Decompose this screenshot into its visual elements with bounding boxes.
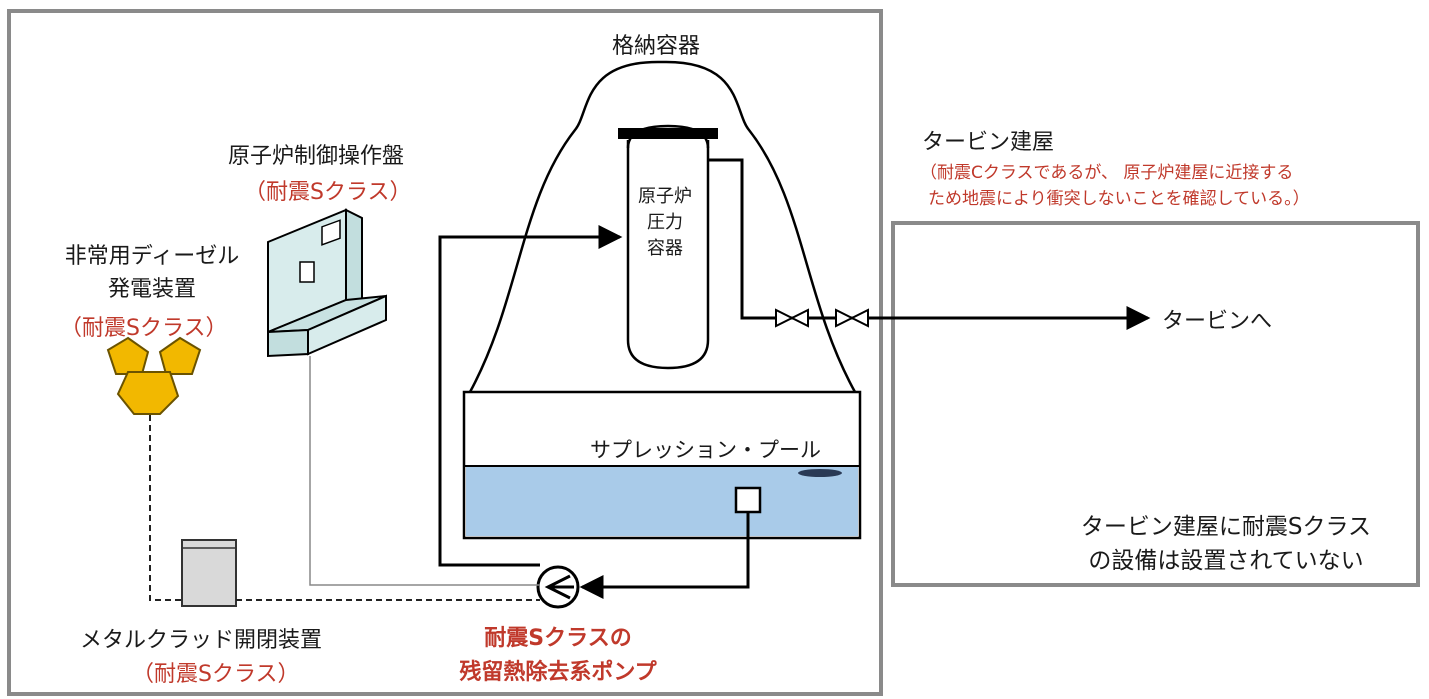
diesel-to-switchgear-cable bbox=[149, 415, 182, 601]
control-panel-name: 原子炉制御操作盤 bbox=[228, 144, 405, 169]
turbine-building-title: タービン建屋 bbox=[922, 130, 1055, 155]
control-panel-class: （耐震Sクラス） bbox=[244, 180, 412, 205]
rhr-pump-label-line-2: 残留熱除去系ポンプ bbox=[459, 660, 657, 685]
diesel-generator-icon bbox=[106, 336, 202, 415]
turbine-building-frame bbox=[891, 221, 1420, 587]
turbine-statement-line-2: の設備は設置されていない bbox=[1088, 548, 1364, 574]
reactor-building-frame bbox=[7, 9, 883, 696]
turbine-note-line-2: ため地震により衝突しないことを確認している。） bbox=[928, 189, 1310, 209]
switchgear-name: メタルクラッド開閉装置 bbox=[80, 628, 323, 653]
diesel-generator-class: （耐震Sクラス） bbox=[60, 316, 228, 341]
main-steam-line bbox=[708, 158, 1151, 330]
diesel-name-line-1: 非常用ディーゼル bbox=[64, 244, 240, 269]
rhr-pump-icon bbox=[536, 565, 580, 609]
rpv-flange bbox=[618, 128, 718, 139]
rhr-suction-line bbox=[579, 512, 750, 599]
control-panel-icon bbox=[267, 208, 387, 358]
turbine-note-line-1: （耐震Cクラスであるが、 原子炉建屋に近接する bbox=[920, 163, 1294, 183]
rhr-injection-line bbox=[438, 225, 623, 567]
isolation-valve-outer bbox=[835, 308, 869, 328]
to-turbine-label: タービンへ bbox=[1162, 309, 1273, 334]
pressure-vessel-label: 原子炉 圧力 容器 bbox=[638, 184, 692, 262]
reactor-pressure-vessel bbox=[626, 140, 710, 370]
suppression-pool-label: サプレッション・プール bbox=[590, 438, 821, 462]
rhr-pump-label: 耐震Sクラスの 残留熱除去系ポンプ bbox=[448, 622, 668, 690]
isolation-valve-inner bbox=[775, 308, 809, 328]
rhr-pump-label-line-1: 耐震Sクラスの bbox=[484, 626, 632, 651]
switchgear-icon bbox=[181, 539, 237, 607]
pool-vent-outlet bbox=[798, 469, 842, 477]
switchgear-class: （耐震Sクラス） bbox=[132, 662, 300, 687]
turbine-statement: タービン建屋に耐震Sクラス の設備は設置されていない bbox=[1046, 510, 1406, 578]
rpv-label-line-1: 原子炉 bbox=[638, 186, 692, 207]
rpv-label-line-3: 容器 bbox=[647, 238, 683, 259]
rpv-label-line-2: 圧力 bbox=[647, 212, 683, 233]
control-to-pump-signal bbox=[309, 356, 540, 586]
diesel-generator-name: 非常用ディーゼル 発電装置 bbox=[42, 240, 262, 306]
suppression-pool-water bbox=[466, 466, 858, 536]
turbine-building-note: （耐震Cクラスであるが、 原子炉建屋に近接する ため地震により衝突しないことを確… bbox=[920, 160, 1310, 212]
containment-vessel bbox=[468, 60, 857, 393]
turbine-statement-line-1: タービン建屋に耐震Sクラス bbox=[1080, 514, 1372, 540]
containment-label: 格納容器 bbox=[612, 34, 701, 59]
diesel-name-line-2: 発電装置 bbox=[107, 277, 196, 302]
suction-strainer bbox=[734, 486, 762, 514]
